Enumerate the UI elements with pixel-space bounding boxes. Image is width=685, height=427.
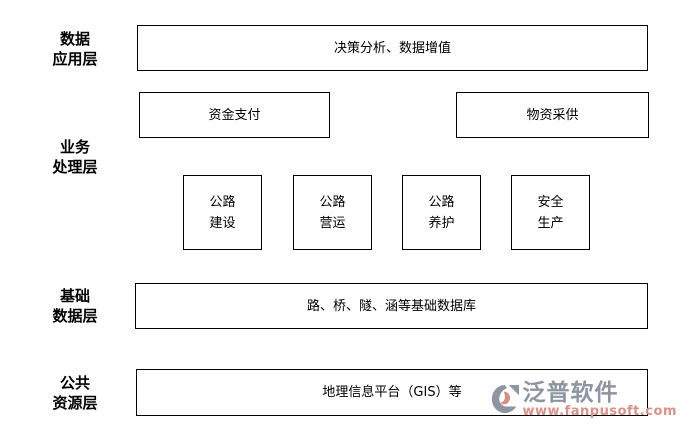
box-fund-payment: 资金支付 — [139, 92, 330, 138]
box-label: 路、桥、隧、涵等基础数据库 — [306, 298, 476, 314]
box-label: 资金支付 — [208, 107, 261, 123]
watermark-text: 泛普软件 www.fanpusoft.com — [522, 381, 677, 419]
box-label-line: 养护 — [428, 215, 455, 231]
box-material-supply: 物资采供 — [456, 92, 649, 138]
box-road-maintenance: 公路 养护 — [402, 175, 481, 250]
box-label-line: 生产 — [537, 215, 564, 231]
layer-label-line: 处理层 — [52, 158, 98, 176]
box-decision-analysis: 决策分析、数据增值 — [137, 25, 648, 71]
layer-label-line: 应用层 — [52, 50, 98, 68]
layer-label-line: 基础 — [59, 287, 90, 305]
box-label: 物资采供 — [526, 107, 579, 123]
watermark-brand: 泛普软件 — [522, 380, 619, 406]
box-label-line: 公路 — [319, 194, 346, 210]
layer-label-line: 数据 — [59, 30, 90, 48]
box-label-line: 公路 — [209, 194, 236, 210]
layer-label-business-processing: 业务 处理层 — [30, 137, 120, 177]
box-road-operation: 公路 营运 — [293, 175, 372, 250]
layer-label-line: 业务 — [59, 138, 90, 156]
layer-label-line: 数据层 — [52, 307, 98, 325]
layer-label-data-application: 数据 应用层 — [30, 29, 120, 69]
box-gis-platform: 地理信息平台（GIS）等 — [136, 369, 648, 416]
layer-label-base-data: 基础 数据层 — [30, 286, 120, 326]
fanpu-logo-icon — [492, 384, 520, 414]
watermark-url: www.fanpusoft.com — [522, 404, 677, 419]
box-label-line: 公路 — [428, 194, 455, 210]
box-label-line: 营运 — [319, 215, 346, 231]
layer-label-line: 资源层 — [52, 394, 98, 412]
layer-label-line: 公共 — [59, 374, 90, 392]
watermark: 泛普软件 www.fanpusoft.com — [490, 381, 677, 419]
box-label: 决策分析、数据增值 — [333, 40, 451, 56]
box-base-database: 路、桥、隧、涵等基础数据库 — [135, 283, 648, 329]
box-label-line: 安全 — [537, 194, 564, 210]
box-safety-production: 安全 生产 — [511, 175, 590, 250]
box-road-construction: 公路 建设 — [183, 175, 262, 250]
layer-label-public-resource: 公共 资源层 — [30, 373, 120, 413]
box-label-line: 建设 — [209, 215, 236, 231]
box-label: 地理信息平台（GIS）等 — [322, 385, 462, 400]
